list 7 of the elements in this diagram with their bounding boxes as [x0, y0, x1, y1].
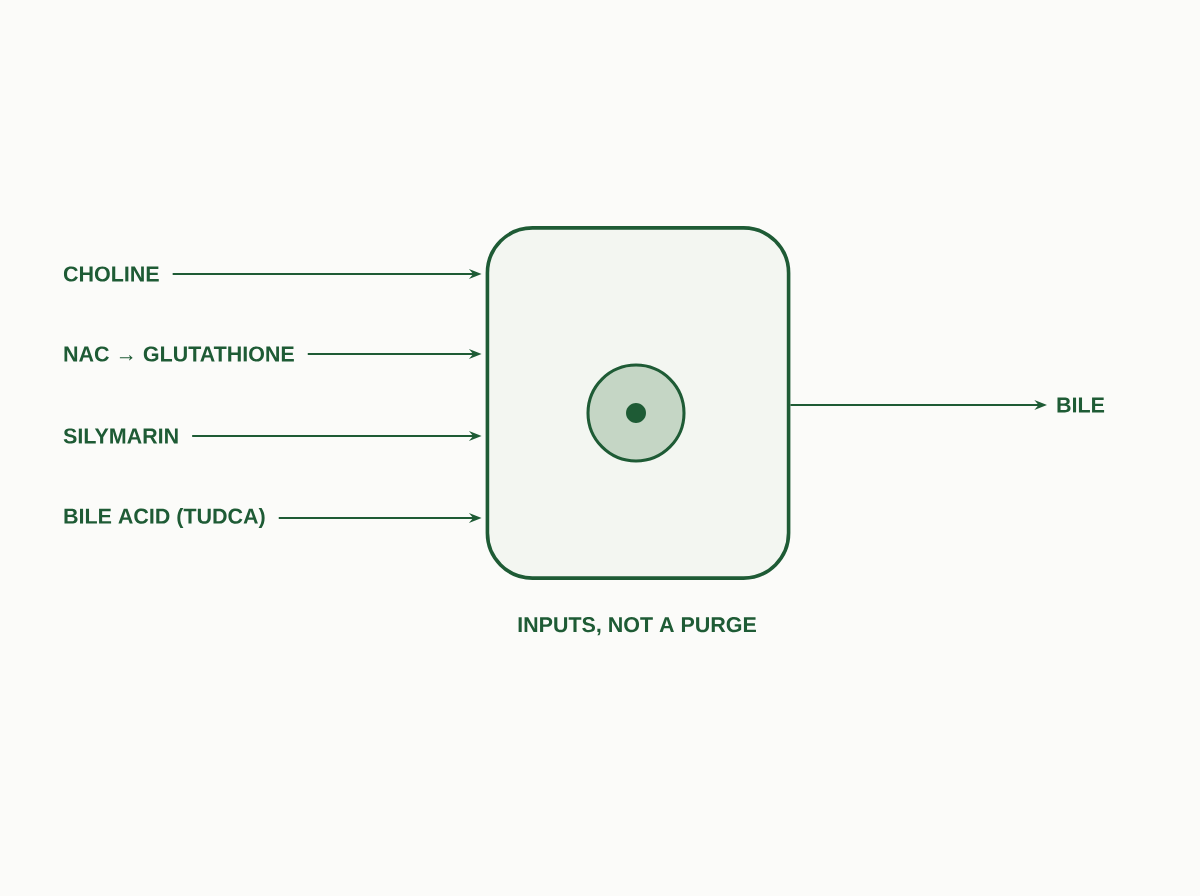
label-text: CHOLINE	[63, 266, 159, 282]
label-text: SILYMARIN	[63, 428, 178, 444]
cell-box	[485, 226, 791, 580]
node-label: INPUTS, NOT A PURGE	[518, 617, 756, 636]
label-text: NAC → GLUTATHIONE	[64, 346, 294, 362]
label-text: BILE	[1057, 397, 1105, 413]
label-text: BILE ACID (TUDCA)	[64, 508, 265, 528]
